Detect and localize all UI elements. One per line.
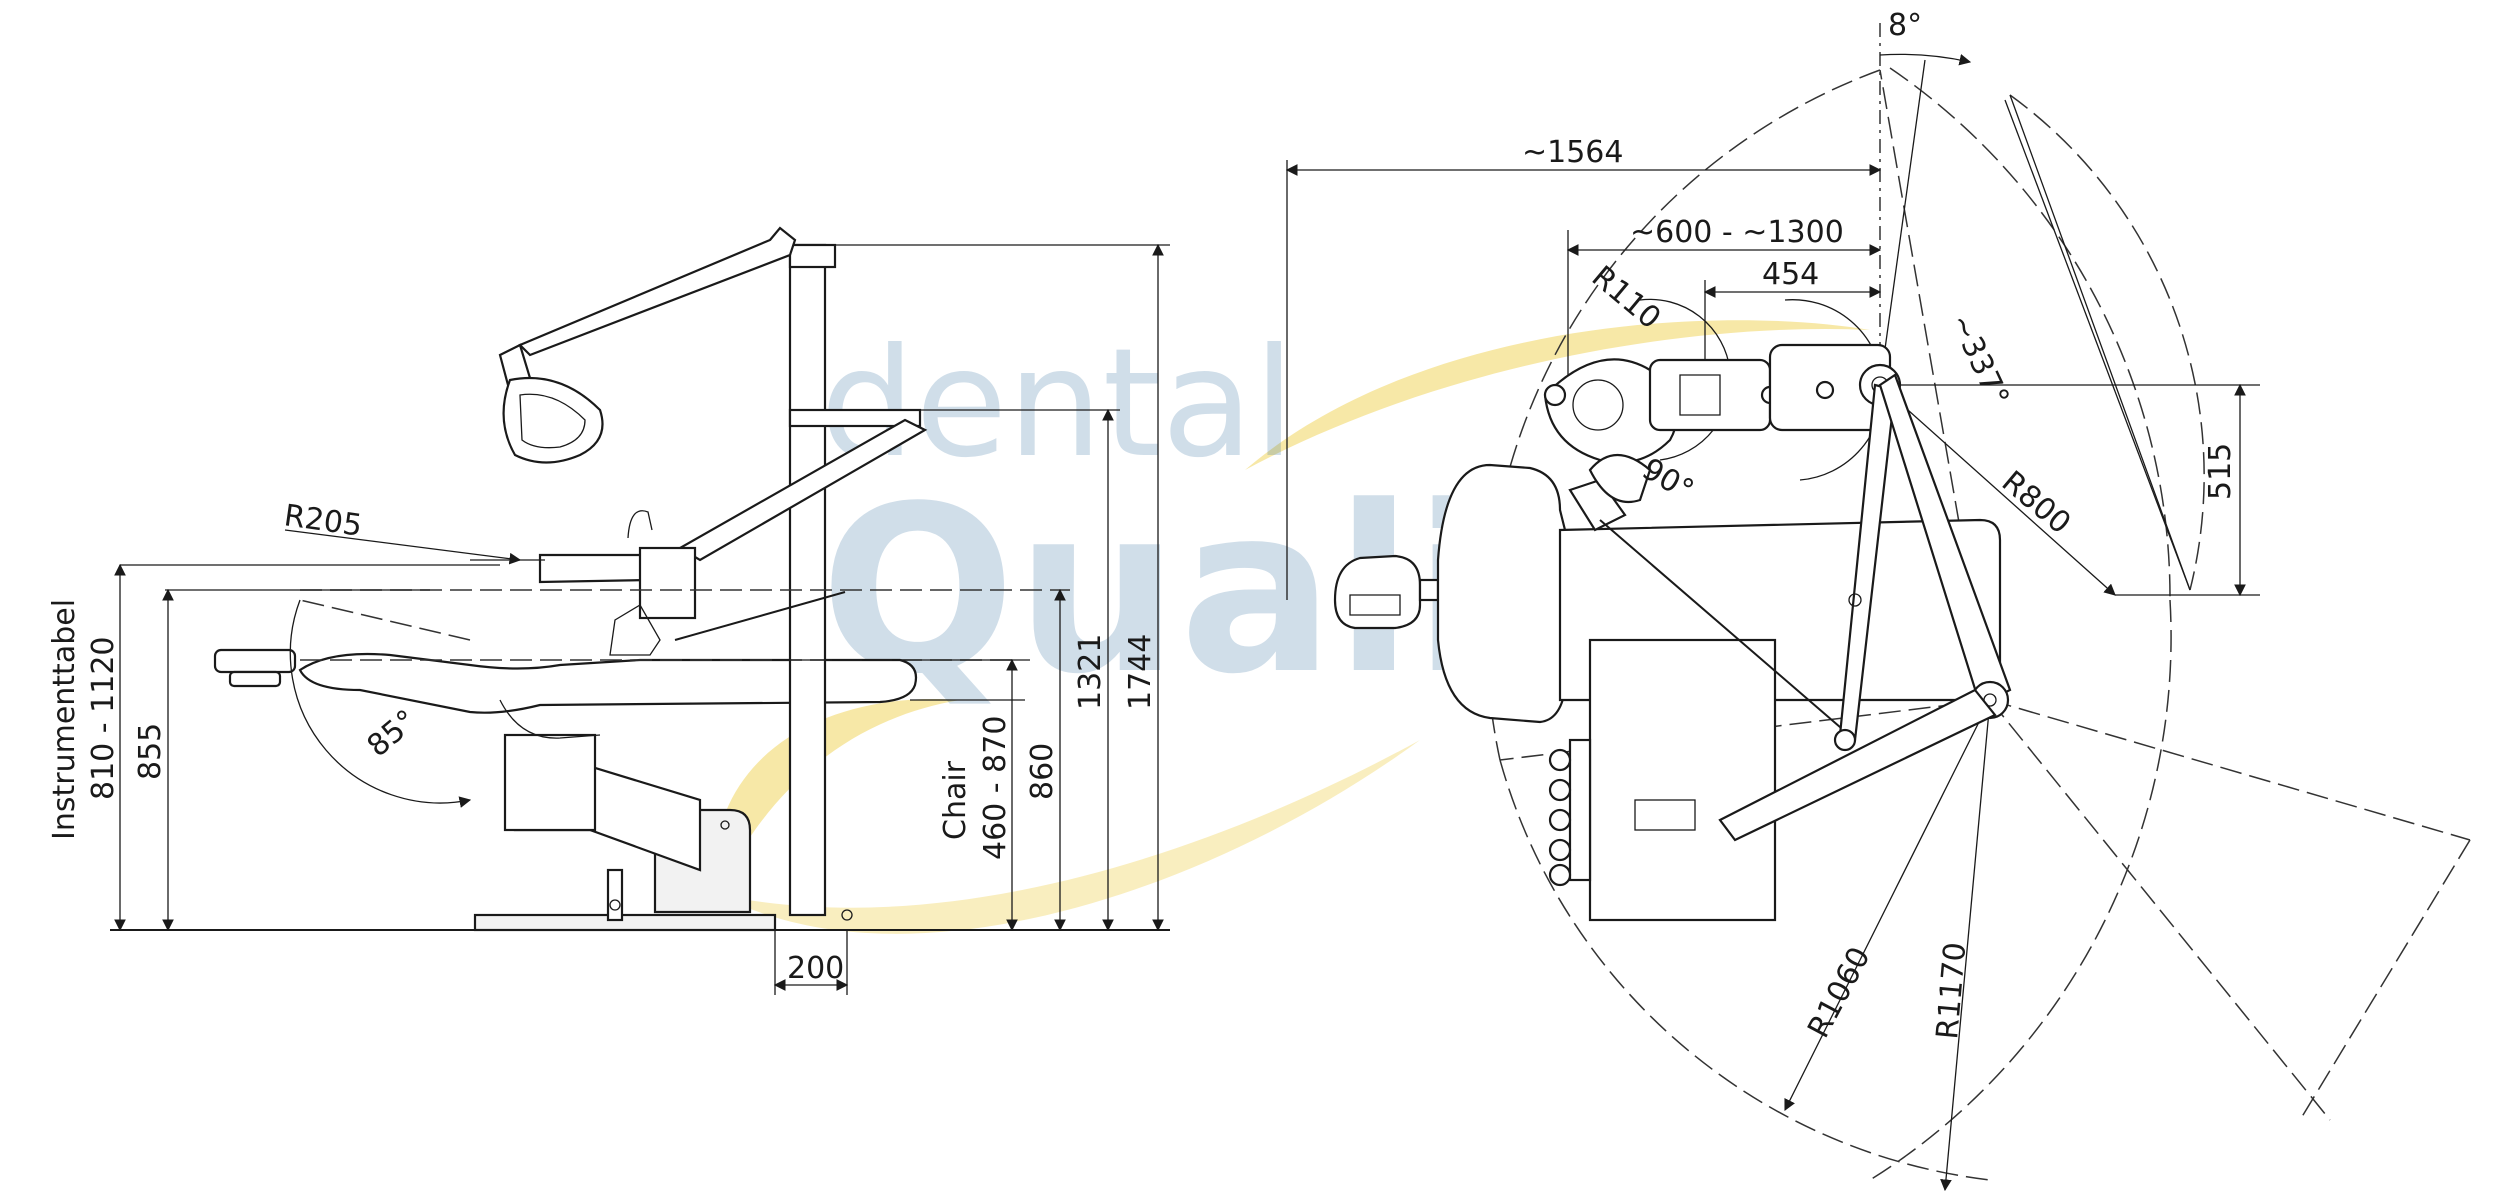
assistant-arm	[1599, 519, 1856, 741]
arm-segment-2	[1878, 373, 2012, 707]
operating-light-head	[502, 376, 604, 464]
label-1744: 1744	[1123, 634, 1158, 710]
angle-arc-8	[1879, 53, 1972, 66]
arm-segment-3	[1718, 688, 1997, 842]
label-200: 200	[787, 951, 844, 986]
instrument-housing	[638, 546, 697, 620]
instrument-holder	[609, 604, 661, 656]
arm-lock	[1848, 593, 1862, 607]
label-1321: 1321	[1073, 634, 1108, 710]
light-arm-upper	[518, 226, 797, 357]
angle-arc-85	[289, 599, 472, 808]
label-600-1300: ~600 - ~1300	[1630, 215, 1844, 250]
label-1564: ~1564	[1522, 135, 1623, 170]
label-860: 860	[1025, 743, 1060, 800]
sector-R800-edge	[2004, 99, 2191, 591]
arc-R1170-lower	[1869, 599, 2172, 1181]
spittoon-bowl	[1543, 358, 1678, 464]
chair-headrest-top	[1333, 554, 1422, 630]
water-unit-cabinet	[1588, 638, 1777, 922]
sector-R1170-edge	[1989, 699, 2471, 841]
handpiece-holder	[1548, 748, 1572, 772]
instrument-arm-bracket	[788, 408, 922, 428]
arc-R1170-outer	[1889, 67, 2171, 601]
sector-R1170-edge2	[1989, 699, 2331, 1121]
label-454: 454	[1762, 257, 1819, 292]
cabinet-handpiece-rail	[1568, 738, 1592, 882]
handpiece-holder	[1548, 778, 1572, 802]
arc-R1060-lower	[1499, 759, 1991, 1181]
label-angle-85: 85°	[361, 703, 424, 764]
chair-seat-block	[503, 733, 597, 832]
tray-support-rod	[674, 591, 846, 641]
label-angle-337: ~337°	[1943, 309, 2016, 412]
water-tap	[627, 510, 653, 539]
instrument-unit-top	[1648, 358, 1772, 432]
cabinet-panel	[1634, 799, 1696, 831]
leader-R205	[284, 529, 522, 565]
angle-ref-85	[299, 599, 471, 641]
top-view: 8° ~1564 ~600 - ~1300 454 R110 ~337° 90°…	[1285, 8, 2471, 1192]
assistant-tray-holder	[1568, 478, 1627, 532]
arm-hub-pin	[1815, 380, 1835, 400]
chair-seat-shell	[499, 699, 601, 739]
sector-R800-edge2	[2009, 94, 2191, 591]
arm-joint	[1833, 728, 1857, 752]
watermark-swoosh-lower	[713, 699, 960, 900]
label-855: 855	[133, 723, 168, 780]
assistant-tray	[1588, 454, 1652, 504]
spittoon-drain	[1572, 379, 1624, 431]
instrument-arm	[677, 418, 928, 562]
chair-column-post	[606, 868, 624, 922]
chair-lift-bolt	[720, 820, 730, 830]
label-angle-8: 8°	[1888, 8, 1922, 43]
chair-seat	[298, 652, 918, 714]
foot-pedal	[609, 899, 621, 911]
chair-headrest	[213, 648, 297, 674]
handpiece-holder	[1548, 808, 1572, 832]
leader-R1060	[1784, 699, 1991, 1112]
light-column	[788, 243, 827, 917]
label-515: 515	[2203, 443, 2238, 500]
instrument-unit-detail	[1679, 374, 1721, 416]
watermark-line1: dental	[820, 317, 1295, 491]
leader-R800	[1879, 384, 2116, 596]
side-view: R205 85° Instrumenttabel 810 - 1120 855 …	[47, 226, 1170, 995]
operating-light-reflector	[519, 393, 586, 449]
instrument-tray	[538, 553, 652, 584]
light-column-cap	[788, 243, 837, 269]
handpiece-holders	[1548, 748, 1572, 887]
label-R1060: R1060	[1801, 941, 1878, 1043]
chair-headrest-pad	[1349, 594, 1401, 616]
chair-base-plate	[473, 913, 777, 932]
arc-R800	[2009, 94, 2205, 591]
handpiece-holder	[1548, 863, 1572, 887]
label-instrumenttabel: Instrumenttabel	[47, 599, 82, 840]
handpiece-holder	[1548, 838, 1572, 862]
assistant-knob	[1543, 383, 1567, 407]
column-foot-bolt	[841, 909, 853, 921]
label-chair-range: 460 - 870	[978, 716, 1013, 860]
label-chair: Chair	[938, 760, 973, 840]
label-R1170: R1170	[1930, 941, 1973, 1041]
chair-headrest-joint	[1418, 578, 1440, 602]
chair-headrest-bracket	[228, 670, 282, 688]
label-instrumenttabel-range: 810 - 1120	[86, 636, 121, 800]
label-R800: R800	[1995, 464, 2077, 541]
sector-R1170-end	[2299, 839, 2471, 1121]
label-R205: R205	[282, 498, 364, 544]
watermark: dental Quality	[713, 317, 1870, 934]
leader-R1170	[1940, 699, 1991, 1192]
angle-8-line	[1879, 59, 1926, 386]
